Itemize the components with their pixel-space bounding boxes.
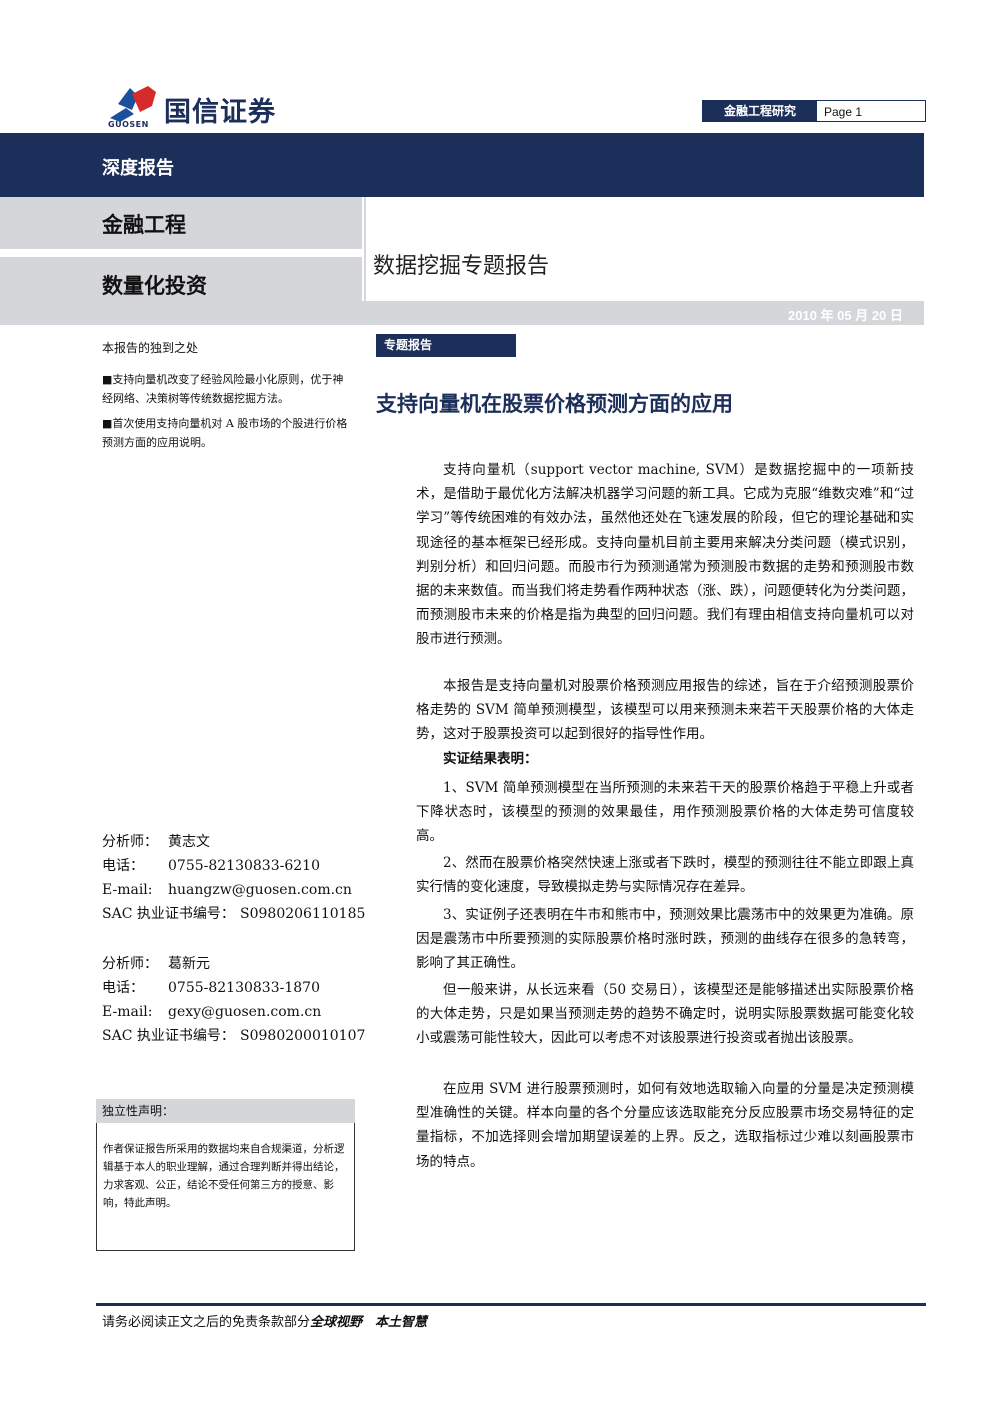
- highlight-item: ■支持向量机改变了经验风险最小化原则，优于神经网络、决策树等传统数据挖掘方法。: [102, 373, 344, 405]
- category-band: [0, 197, 362, 249]
- analyst-card: 分析师： 黄志文 电话： 0755-82130833-6210 E-mail: hua…: [102, 830, 365, 926]
- analyst-email[interactable]: huangzw@guosen.com.cn: [168, 882, 352, 898]
- findings-heading: 实证结果表明：: [443, 751, 538, 767]
- email-label: E-mail:: [102, 1004, 153, 1020]
- body-paragraph: 在应用 SVM 进行股票预测时，如何有效地选取输入向量的分量是决定预测模型准确性…: [416, 1081, 914, 1170]
- email-label: E-mail:: [102, 882, 153, 898]
- body-paragraph: 支持向量机（support vector machine, SVM）是数据挖掘中…: [416, 462, 914, 648]
- report-type-banner: [0, 133, 924, 197]
- finding-item: 2、然而在股票价格突然快速上涨或者下跌时，模型的预测往往不能立即跟上真实行情的变…: [416, 855, 914, 896]
- divider: [364, 197, 366, 301]
- footer-slogan: 全球视野 本土智慧: [310, 1315, 428, 1330]
- finding-item: 1、SVM 简单预测模型在当所预测的未来若干天的股票价格趋于平稳上升或者下降状态…: [416, 780, 914, 845]
- divider: [0, 249, 362, 257]
- category-band: [0, 257, 362, 301]
- analyst-label: 分析师：: [102, 956, 158, 972]
- header-tag: 金融工程研究 Page 1: [702, 100, 926, 122]
- page-number: Page 1: [824, 105, 863, 119]
- highlight-item: ■首次使用支持向量机对 A 股市场的个股进行价格预测方面的应用说明。: [102, 417, 348, 449]
- report-date: 2010 年 05 月 20 日: [788, 308, 903, 323]
- guosen-logo-icon: [110, 86, 156, 122]
- analyst-label: 分析师：: [102, 834, 158, 850]
- analyst-name: 黄志文: [168, 834, 210, 850]
- analyst-email[interactable]: gexy@guosen.com.cn: [168, 1004, 322, 1020]
- analyst-card: 分析师： 葛新元 电话： 0755-82130833-1870 E-mail: gex…: [102, 952, 365, 1048]
- date-bar: [0, 301, 924, 325]
- highlights-title: 本报告的独到之处: [102, 341, 199, 355]
- disclaimer-box: [96, 1123, 355, 1251]
- analyst-phone: 0755-82130833-1870: [168, 980, 320, 996]
- category-secondary: 数量化投资: [102, 274, 207, 298]
- phone-label: 电话：: [102, 858, 144, 874]
- brand-name: 国信证券: [164, 97, 276, 128]
- disclaimer-text: 作者保证报告所采用的数据均来自合规渠道，分析逻辑基于本人的职业理解，通过合理判断…: [103, 1143, 345, 1209]
- body-paragraph: 但一般来讲，从长远来看（50 交易日），该模型还是能够描述出实际股票价格的大体走…: [416, 982, 914, 1047]
- category-primary: 金融工程: [102, 213, 186, 237]
- disclaimer-title: 独立性声明：: [96, 1099, 355, 1123]
- department-label: 金融工程研究: [703, 101, 817, 121]
- analyst-sac: S0980200010107: [240, 1028, 366, 1044]
- report-type: 深度报告: [102, 158, 174, 179]
- footer-divider: [96, 1303, 926, 1306]
- sac-label: SAC 执业证书编号：: [102, 906, 235, 922]
- finding-item: 3、实证例子还表明在牛市和熊市中，预测效果比震荡市中的效果更为准确。原因是震荡市…: [416, 907, 914, 972]
- footer: 请务必阅读正文之后的免责条款部分全球视野 本土智慧: [102, 1311, 427, 1330]
- analyst-sac: S0980206110185: [240, 906, 366, 922]
- series-title: 数据挖掘专题报告: [373, 254, 550, 279]
- analyst-name: 葛新元: [168, 956, 210, 972]
- body-paragraph: 本报告是支持向量机对股票价格预测应用报告的综述，旨在于介绍预测股票价格走势的 S…: [416, 678, 914, 743]
- footer-text: 请务必阅读正文之后的免责条款部分: [102, 1315, 311, 1330]
- report-title: 支持向量机在股票价格预测方面的应用: [376, 392, 733, 416]
- phone-label: 电话：: [102, 980, 144, 996]
- brand-name-en: GUOSEN: [108, 120, 149, 129]
- sac-label: SAC 执业证书编号：: [102, 1028, 235, 1044]
- report-tag: 专题报告: [376, 334, 516, 357]
- analyst-phone: 0755-82130833-6210: [168, 858, 320, 874]
